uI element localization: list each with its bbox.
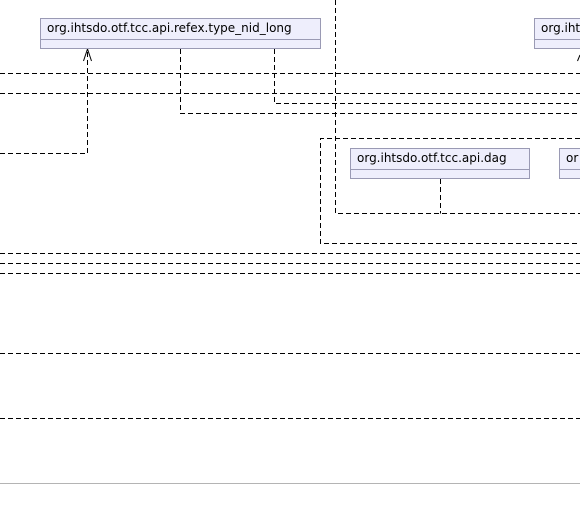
package-box[interactable]: org.ihtsdo.otf.tcc.api.dag (350, 148, 530, 179)
package-label: org.ihtsdo.otf.tcc.api.dag (351, 149, 529, 170)
connector-line (335, 0, 580, 214)
arrowhead (83, 47, 92, 62)
package-label: or (560, 149, 580, 170)
package-box[interactable]: org.ihts (534, 18, 580, 49)
package-label: org.ihts (535, 19, 580, 40)
connector-line (320, 138, 580, 244)
connector-line (0, 50, 88, 154)
connector-line (180, 49, 580, 114)
connector-line (274, 49, 580, 104)
package-box[interactable]: org.ihtsdo.otf.tcc.api.refex.type_nid_lo… (40, 18, 321, 49)
package-label: org.ihtsdo.otf.tcc.api.refex.type_nid_lo… (41, 19, 320, 40)
package-box[interactable]: or (559, 148, 580, 179)
